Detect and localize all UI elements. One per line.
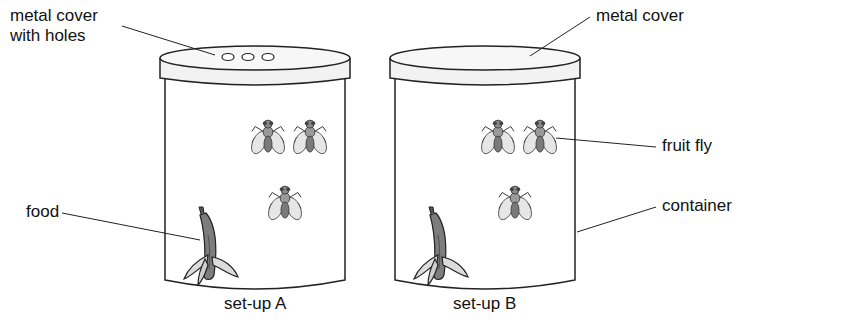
part-label: metal cover with holes — [8, 6, 120, 45]
container-b — [390, 46, 580, 289]
fruit-fly — [520, 120, 559, 156]
container-a — [160, 46, 350, 289]
fruit-fly — [290, 120, 329, 156]
part-label: fruit fly — [660, 136, 714, 156]
banana — [184, 207, 238, 285]
part-label: metal cover — [594, 6, 686, 26]
part-label: container — [660, 196, 734, 216]
leader-lines — [62, 17, 656, 240]
fruit-fly — [495, 186, 534, 222]
part-label: food — [24, 202, 61, 222]
setup-label: set-up A — [222, 294, 288, 314]
fruit-fly — [248, 120, 287, 156]
fruit-fly — [265, 186, 304, 222]
setup-label: set-up B — [451, 294, 518, 314]
fruit-fly — [478, 120, 517, 156]
banana — [414, 207, 468, 285]
